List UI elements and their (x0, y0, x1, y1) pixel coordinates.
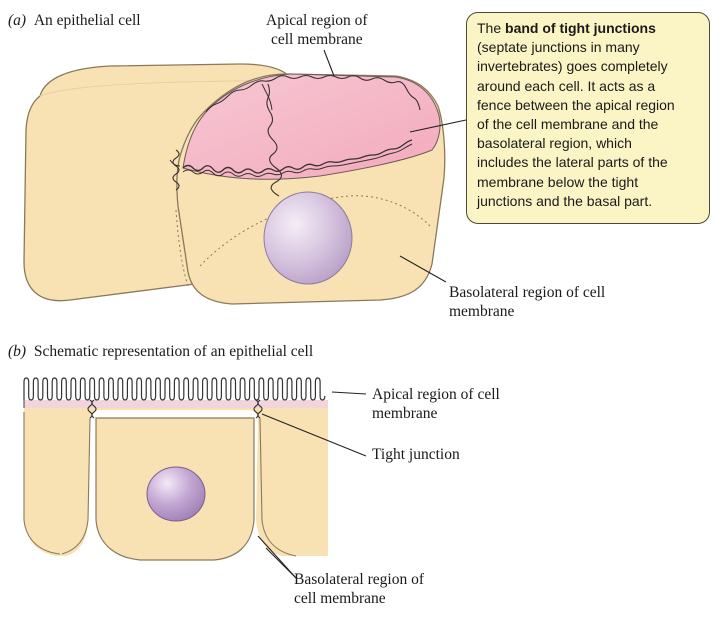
callout-line: (septate junctions in many (477, 39, 640, 56)
tight-junction-callout: The band of tight junctions (septate jun… (466, 12, 710, 224)
panel-b-title-text: Schematic representation of an epithelia… (33, 343, 314, 360)
label-apical-b-line1: Apical region of cell (372, 386, 500, 403)
callout-lead: The (477, 20, 506, 36)
callout-line: basolateral region, which (477, 135, 632, 152)
label-apical-a-line2: cell membrane (270, 31, 363, 48)
label-apical-a: Apical region of cell membrane (266, 11, 368, 49)
callout-line: of the cell membrane and the (477, 116, 659, 133)
nucleus-a (263, 191, 353, 285)
label-basolateral-a-line2: membrane (449, 303, 515, 320)
label-apical-a-line1: Apical region of (266, 12, 368, 29)
callout-line: fence between the apical region (477, 96, 675, 113)
tight-junction-band-a (182, 139, 413, 174)
label-tight-junction: Tight junction (372, 446, 460, 463)
panel-b-title: (b) Schematic representation of an epith… (8, 342, 313, 361)
nucleus-b (146, 466, 206, 522)
microvilli (23, 377, 326, 401)
callout-line: includes the lateral parts of the (477, 154, 668, 171)
panel-a-title: (a) An epithelial cell (8, 11, 141, 30)
label-apical-b-line2: membrane (372, 405, 438, 422)
label-basolateral-a-line1: Basolateral region of cell (449, 284, 606, 301)
callout-line: invertebrates) goes completely (477, 58, 668, 75)
callout-line: around each cell. It acts as a (477, 77, 656, 94)
callout-line: membrane below the tight (477, 173, 639, 190)
callout-bold: band of tight junctions (505, 20, 656, 36)
panel-a-letter: (a) (8, 12, 27, 29)
schematic-cell-body (24, 400, 328, 408)
panel-b-letter: (b) (8, 343, 27, 360)
label-basolateral-a: Basolateral region of cell membrane (449, 283, 605, 321)
label-basolateral-b-line1: Basolateral region of (294, 571, 424, 588)
schematic-cells (24, 408, 328, 556)
label-basolateral-b-line2: cell membrane (294, 590, 386, 607)
label-basolateral-b: Basolateral region of cell membrane (294, 570, 424, 608)
label-apical-b: Apical region of cell membrane (372, 385, 500, 423)
panel-a-title-text: An epithelial cell (33, 12, 141, 29)
callout-line: junctions and the basal part. (477, 192, 653, 209)
